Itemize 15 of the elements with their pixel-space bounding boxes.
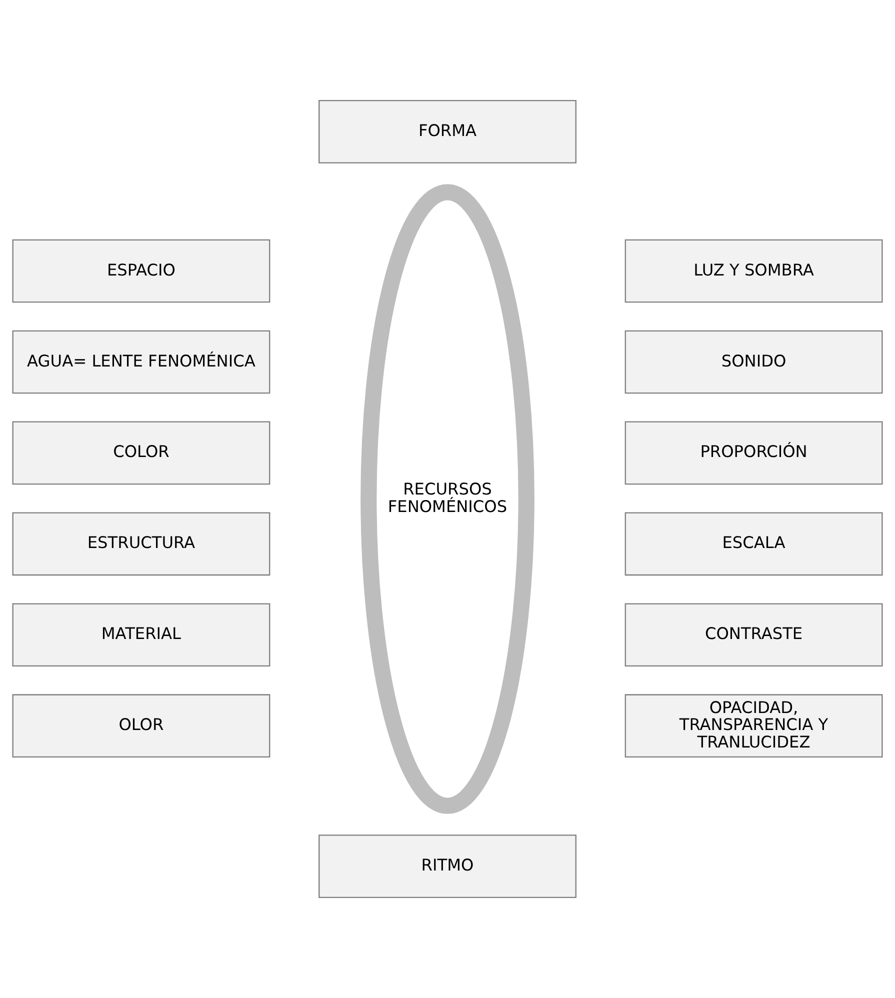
node-ellipse: RECURSOS FENOMÉNICOS [360, 184, 534, 814]
node-box: AGUA= LENTE FENOMÉNICA [12, 330, 270, 394]
node-box: ESTRUCTURA [12, 512, 270, 576]
node-box: ESCALA [624, 512, 883, 576]
node-box: CONTRASTE [624, 603, 883, 667]
node-box: SONIDO [624, 330, 883, 394]
node-box: COLOR [12, 421, 270, 485]
node-box: FORMA [318, 100, 576, 164]
node-box: RITMO [318, 834, 576, 898]
node-box: ESPACIO [12, 239, 270, 303]
node-box: OPACIDAD, TRANSPARENCIA Y TRANLUCIDEZ [624, 694, 883, 758]
node-box: PROPORCIÓN [624, 421, 883, 485]
node-box: OLOR [12, 694, 270, 758]
node-box: MATERIAL [12, 603, 270, 667]
node-box: LUZ Y SOMBRA [624, 239, 883, 303]
